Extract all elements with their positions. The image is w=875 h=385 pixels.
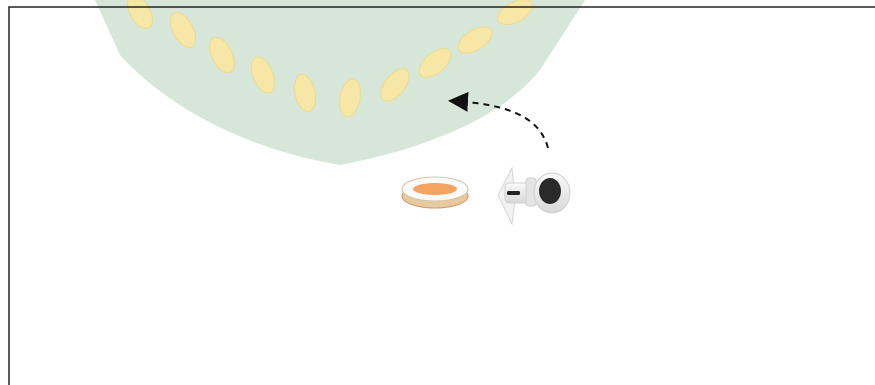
- pipette-slot: [507, 191, 520, 195]
- petri-dish-icon: [402, 177, 468, 208]
- pipette-tool-icon: [498, 168, 570, 224]
- university-seal-watermark: [95, 0, 585, 165]
- pipette-tip: [539, 178, 561, 204]
- petri-dish-medium: [413, 183, 457, 195]
- seal-shield-shape: [95, 0, 585, 165]
